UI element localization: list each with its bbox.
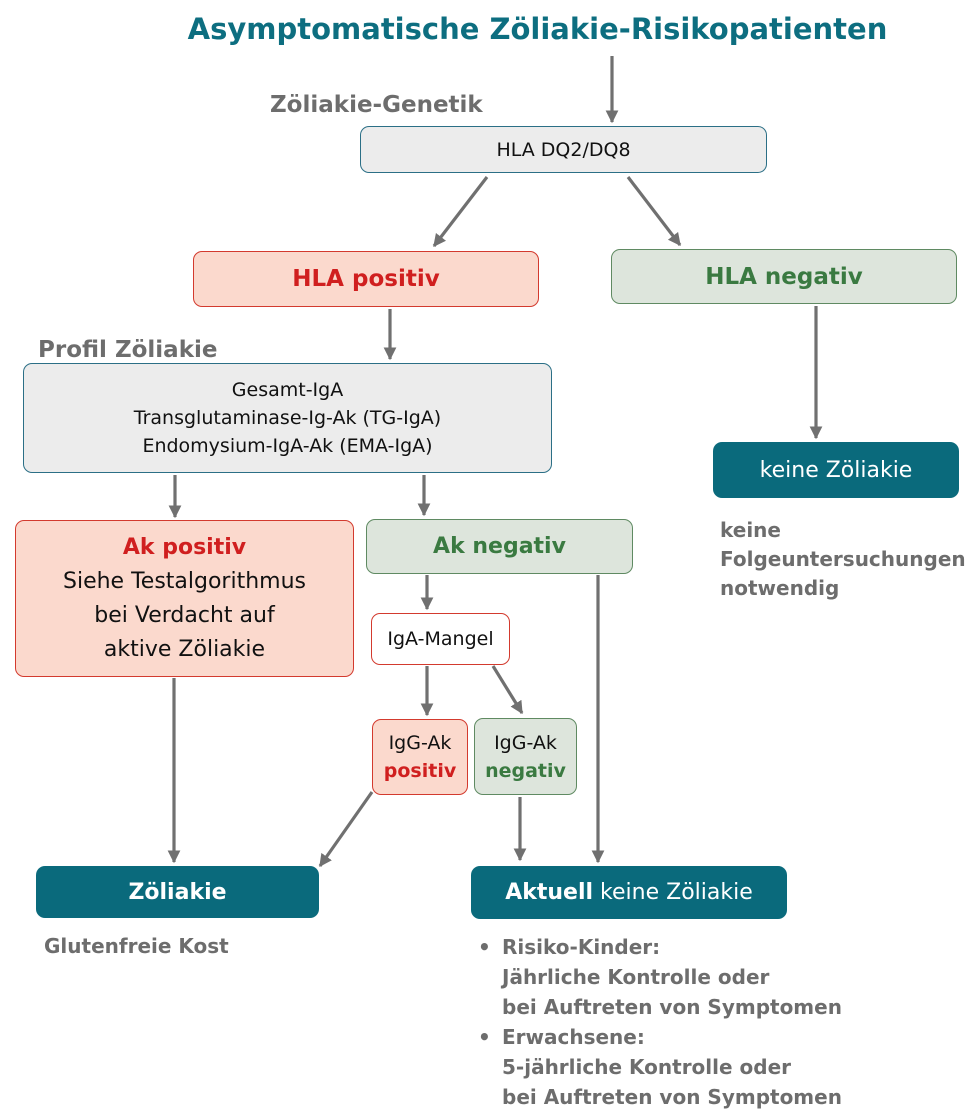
arrow-iga-to-igg-negative [491,665,524,715]
bullet-heading: Risiko-Kinder: [502,935,661,959]
ak-positive-title: Ak positiv [122,534,247,560]
no-celiac-box: keine Zöliakie [713,442,959,498]
igg-positive-label: IgG-Ak [388,732,452,754]
iga-deficiency-label: IgA-Mangel [387,628,494,650]
bullet-item-adults: • Erwachsene: 5-jährliche Kontrolle oder… [478,1022,842,1112]
hla-test-label: HLA DQ2/DQ8 [496,138,631,161]
ak-negative-box: Ak negativ [366,519,633,574]
no-followup-line: keine [720,518,781,542]
bullet-line: bei Auftreten von Symptomen [502,1085,842,1109]
ak-negative-label: Ak negativ [433,534,566,559]
arrow-hla-test-to-positive [432,176,489,248]
hla-negative-label: HLA negativ [705,263,863,290]
bullet-dot-icon: • [478,1025,491,1049]
igg-negative-box: IgG-Ak negativ [474,718,577,795]
iga-deficiency-box: IgA-Mangel [371,613,510,665]
no-followup-line: notwendig [720,576,840,600]
hla-positive-label: HLA positiv [292,266,440,292]
bullet-heading: Erwachsene: [502,1025,645,1049]
profile-line: Transglutaminase-Ig-Ak (TG-IgA) [133,407,442,429]
hla-test-box: HLA DQ2/DQ8 [360,126,767,173]
ak-positive-line: aktive Zöliakie [103,636,266,662]
igg-positive-status: positiv [383,760,457,782]
bullet-dot-icon: • [478,935,491,959]
ak-positive-line: Siehe Testalgorithmus [63,568,306,594]
no-followup-line: Folgeuntersuchungen [720,547,966,571]
bullet-line: 5-jährliche Kontrolle oder [502,1055,792,1079]
profile-line: Gesamt-IgA [231,379,344,401]
current-rest-label: keine Zöliakie [593,880,753,905]
ak-positive-box: Ak positiv Siehe Testalgorithmus bei Ver… [15,520,354,677]
profile-line: Endomysium-IgA-Ak (EMA-IgA) [142,435,433,457]
current-no-celiac-box: Aktuell keine Zöliakie [471,866,787,919]
igg-negative-status: negativ [485,759,566,782]
bullet-line: Jährliche Kontrolle oder [502,965,770,989]
hla-positive-box: HLA positiv [193,251,539,307]
igg-positive-box: IgG-Ak positiv [372,719,468,795]
bullet-line: bei Auftreten von Symptomen [502,995,842,1019]
celiac-box: Zöliakie [36,866,319,918]
current-bold-label: Aktuell [505,880,594,905]
celiac-label: Zöliakie [128,879,227,905]
igg-negative-label: IgG-Ak [494,731,557,754]
ak-positive-line: bei Verdacht auf [94,602,275,628]
bullet-item-children: • Risiko-Kinder: Jährliche Kontrolle ode… [478,932,842,1022]
no-followup-note: keine Folgeuntersuchungen notwendig [720,516,966,603]
followup-bullet-list: • Risiko-Kinder: Jährliche Kontrolle ode… [478,932,842,1112]
diagram-title: Asymptomatische Zöliakie-Risikopatienten [187,12,888,46]
hla-negative-box: HLA negativ [611,249,957,304]
arrow-igg-positive-to-celiac [318,791,374,868]
profile-section-label: Profil Zöliakie [38,337,218,363]
arrow-hla-test-to-negative [626,176,682,247]
no-celiac-label: keine Zöliakie [759,457,913,483]
gluten-free-note: Glutenfreie Kost [44,934,229,958]
celiac-profile-box: Gesamt-IgA Transglutaminase-Ig-Ak (TG-Ig… [23,363,552,473]
genetics-section-label: Zöliakie-Genetik [270,92,483,118]
